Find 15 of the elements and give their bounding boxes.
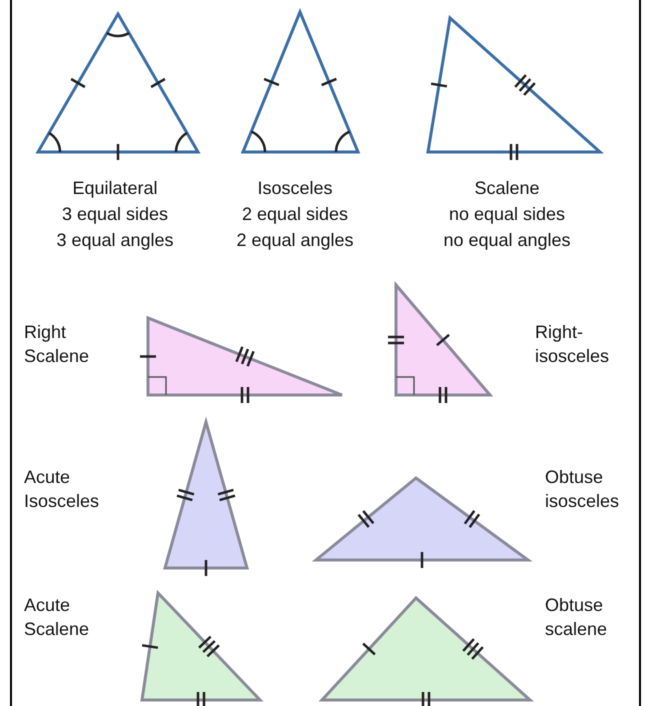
triangle-label: no equal angles: [442, 229, 572, 252]
triangle-label: Equilateral: [71, 177, 159, 200]
triangle-label: Isosceles: [256, 177, 334, 200]
triangle-label: 2 equal angles: [235, 229, 355, 252]
triangle-label: Acute Scalene: [24, 594, 90, 641]
triangle-label: 2 equal sides: [240, 203, 350, 226]
triangle-label: 3 equal angles: [55, 229, 175, 252]
triangle-label: no equal sides: [448, 203, 566, 226]
triangle-label: 3 equal sides: [60, 203, 170, 226]
triangle-label: Right-isosceles: [535, 321, 610, 368]
triangle-label: Acute Isosceles: [24, 466, 100, 513]
triangle-label: Scalene: [473, 177, 541, 200]
triangle-label: Obtuse scalene: [545, 594, 608, 641]
triangle-label: Right Scalene: [24, 321, 90, 368]
triangle-label: Obtuse isosceles: [545, 466, 620, 513]
